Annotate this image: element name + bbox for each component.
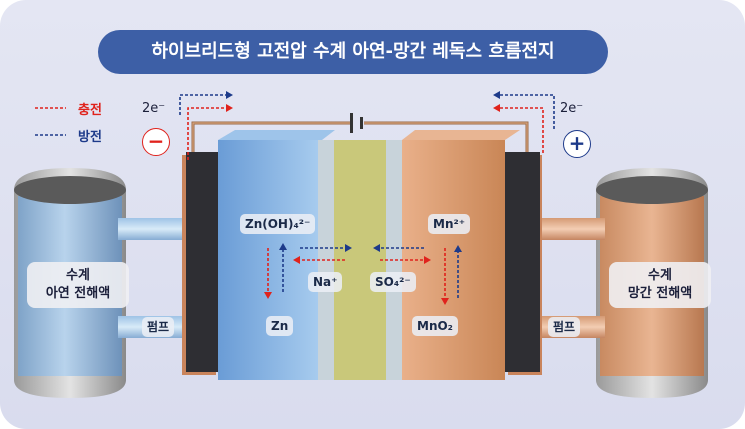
left-top-pipe: [118, 218, 198, 240]
label-pump-right: 펌프: [548, 317, 581, 337]
label-sodium-ion: Na⁺: [308, 272, 343, 292]
label-manganese-ion: Mn²⁺: [428, 214, 471, 234]
label-manganese-dioxide: MnO₂: [412, 316, 458, 336]
diagram-title: 하이브리드형 고전압 수계 아연-망간 레독스 흐름전지: [98, 30, 608, 74]
label-manganese-electrolyte-line2: 망간 전해액: [627, 286, 693, 301]
label-zinc-electrolyte-line2: 아연 전해액: [45, 286, 111, 301]
electron-left: 2e⁻: [142, 101, 166, 116]
label-zinc: Zn: [266, 316, 294, 336]
label-zinc-electrolyte: 수계 아연 전해액: [27, 262, 129, 308]
electron-right: 2e⁻: [560, 101, 584, 116]
cell-stack: [182, 130, 542, 380]
label-sulfate-ion: SO₄²⁻: [370, 272, 416, 292]
label-pump-left: 펌프: [142, 317, 175, 337]
legend-charge: 충전: [78, 103, 102, 118]
legend-discharge: 방전: [78, 130, 102, 145]
battery-symbol: [350, 113, 363, 133]
negative-terminal-icon: −: [142, 128, 170, 156]
label-manganese-electrolyte: 수계 망간 전해액: [609, 262, 711, 308]
label-zincate: Zn(OH)₄²⁻: [240, 214, 316, 234]
positive-terminal-icon: +: [563, 130, 591, 158]
right-top-pipe: [525, 218, 605, 240]
label-manganese-electrolyte-line1: 수계: [648, 268, 672, 283]
label-zinc-electrolyte-line1: 수계: [66, 268, 90, 283]
